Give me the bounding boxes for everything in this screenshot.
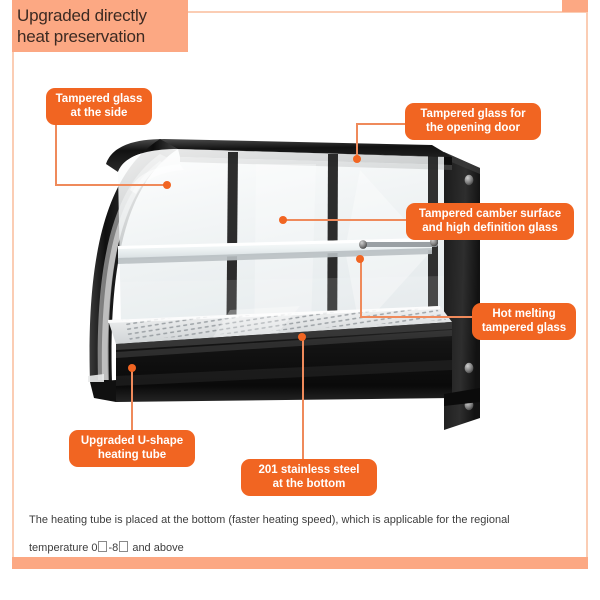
lead-line-tampered-glass-side-vertical: [55, 113, 57, 185]
perforated-stainless-base-deck: [108, 306, 452, 344]
lead-dot-u-shape-tube: [128, 364, 136, 372]
title-background-block-wide: [12, 33, 188, 52]
lead-dot-stainless-bottom: [298, 333, 306, 341]
caption-line-2-mid: -8: [108, 541, 119, 554]
caption-line-2-prefix: temperature 0: [29, 541, 98, 554]
footer-caption: The heating tube is placed at the bottom…: [29, 500, 549, 555]
missing-glyph-box-icon: [98, 540, 108, 552]
callout-upgraded-u-shape-heating-tube[interactable]: Upgraded U-shape heating tube: [69, 430, 195, 467]
caption-line-1: The heating tube is placed at the bottom…: [29, 513, 510, 526]
product-illustration: [60, 130, 520, 440]
caption-line-2-suffix: and above: [129, 541, 184, 554]
display-case-base-body: [88, 322, 480, 406]
lead-dot-hot-melting: [356, 255, 364, 263]
callout-tampered-glass-side[interactable]: Tampered glass at the side: [46, 88, 152, 125]
callout-stainless-steel-bottom[interactable]: 201 stainless steel at the bottom: [241, 459, 377, 496]
lead-line-u-shape-tube: [131, 368, 133, 430]
page-title: Upgraded directly heat preservation: [17, 6, 147, 46]
lead-line-opening-door-vertical: [356, 123, 358, 159]
callout-tampered-camber-surface[interactable]: Tampered camber surface and high definit…: [406, 203, 574, 240]
missing-glyph-box-icon: [119, 540, 129, 552]
lead-line-hot-melting: [360, 316, 473, 318]
lead-line-hot-melting-riser: [360, 258, 362, 317]
frame-right-line: [586, 11, 588, 559]
lead-line-camber-surface: [283, 219, 407, 221]
callout-tampered-glass-opening-door[interactable]: Tampered glass for the opening door: [405, 103, 541, 140]
glass-shelf: [118, 237, 438, 264]
frame-top-line: [12, 11, 588, 13]
lead-line-tampered-glass-side-horizontal: [55, 184, 167, 186]
lead-line-stainless-bottom: [302, 337, 304, 459]
frame-left-line: [12, 11, 14, 559]
lead-line-opening-door-horizontal: [356, 123, 406, 125]
lead-dot-camber-surface: [279, 216, 287, 224]
frame-bottom-bar: [12, 557, 588, 569]
callout-hot-melting-tampered-glass[interactable]: Hot melting tampered glass: [472, 303, 576, 340]
frame-corner-top-right: [562, 0, 588, 12]
lead-dot-tampered-glass-side: [163, 181, 171, 189]
lead-dot-opening-door: [353, 155, 361, 163]
